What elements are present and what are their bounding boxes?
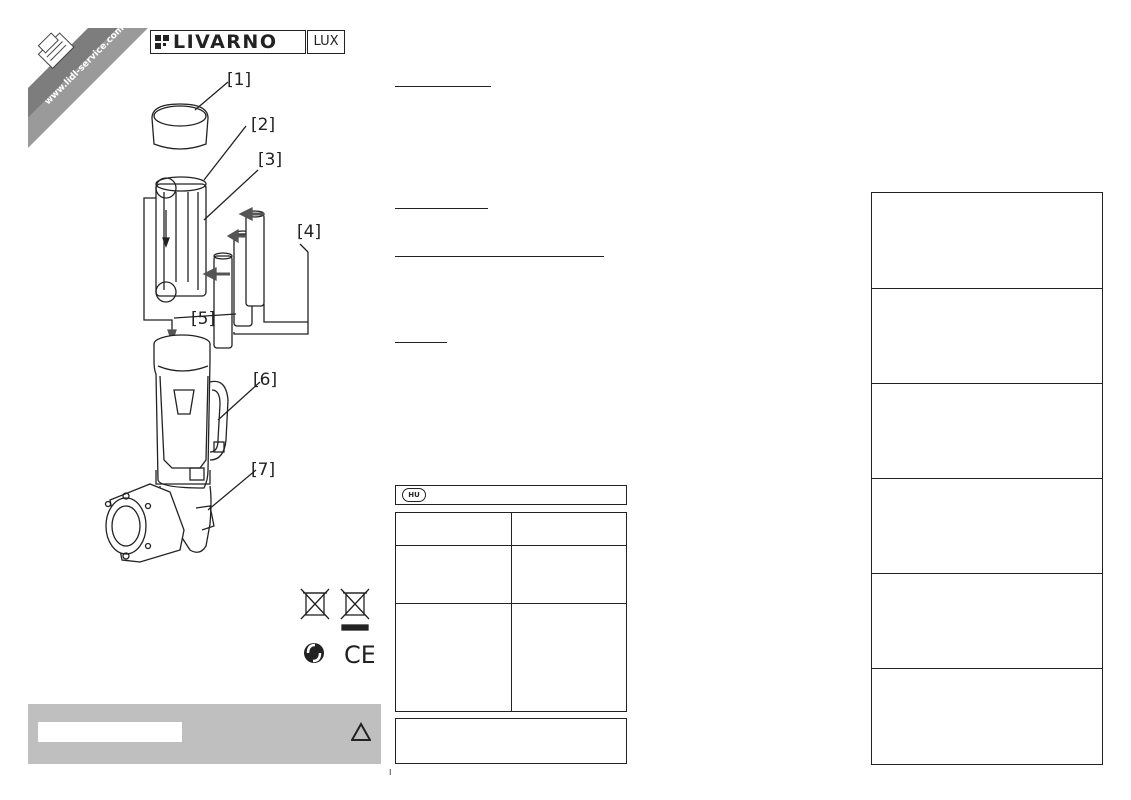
brand-logo: LIVARNO [150,30,306,54]
part-label-5: [5] [191,309,216,329]
service-corner-banner: www.lidl-service.com [28,24,148,148]
right-column-divider [872,383,1102,384]
right-column-divider [872,668,1102,669]
part-label-7: [7] [251,460,276,480]
table-row-divider [396,603,626,604]
brand-mark-icon [155,35,169,49]
section-heading-2 [395,208,488,209]
model-info-panel [28,704,381,764]
brand-name: LIVARNO [173,31,278,53]
section-heading-3 [395,256,604,257]
part-label-6: [6] [253,370,278,390]
section-heading-4 [395,342,447,343]
ce-mark-icon: CE [344,641,374,665]
right-column-divider [872,478,1102,479]
product-exploded-diagram [104,81,309,563]
table-column-divider [511,513,512,711]
batteries-illustration [213,210,309,349]
right-column-divider [872,288,1102,289]
table-row-divider [396,545,626,546]
cap-illustration [151,81,229,150]
flashlight-head-illustration [104,469,257,563]
section-heading-1 [395,86,491,87]
model-number-field [38,722,182,742]
part-label-1: [1] [227,70,252,90]
part-label-4: [4] [297,222,322,242]
brand-sub-logo: LUX [307,30,345,54]
lidl-service-icon [37,32,75,70]
right-column-divider [872,573,1102,574]
green-dot-icon [304,643,324,663]
language-bar: HU [395,485,627,505]
weee-bin-bar-icon [340,588,370,631]
warning-triangle-icon [351,722,371,741]
part-label-3: [3] [258,150,283,170]
brand-sub: LUX [313,34,339,49]
spec-table [395,512,627,712]
part-label-2: [2] [251,115,276,135]
right-column-frame [871,192,1103,765]
language-badge: HU [402,488,426,502]
flashlight-body-illustration [153,313,261,489]
weee-bin-icon [300,588,330,620]
battery-holder-illustration [143,125,259,335]
certification-symbols: CE [300,588,374,665]
page-number: I [389,768,392,777]
note-box [395,718,627,764]
